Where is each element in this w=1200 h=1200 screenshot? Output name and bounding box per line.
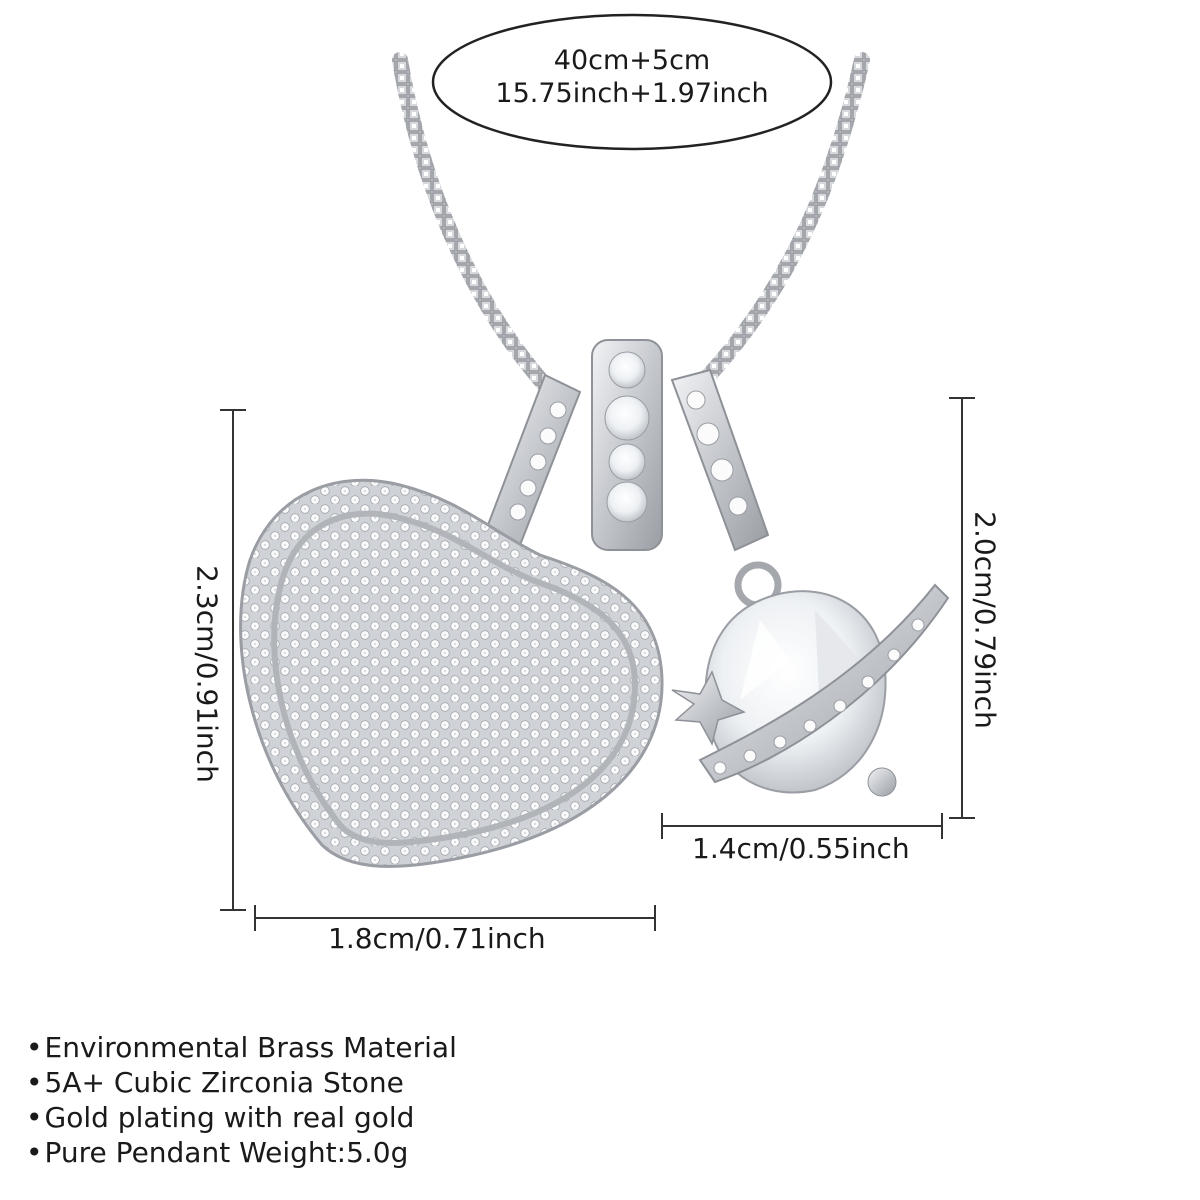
- planet-bail: [670, 368, 782, 609]
- planet-pendant: [671, 583, 950, 797]
- feature-list: •Environmental Brass Material •5A+ Cubic…: [26, 1030, 457, 1170]
- bullet-icon: •: [26, 1101, 43, 1134]
- heart-pendant: [239, 478, 664, 868]
- bullet-icon: •: [26, 1031, 43, 1064]
- chain: [392, 52, 870, 393]
- feature-item: •Pure Pendant Weight:5.0g: [26, 1135, 457, 1170]
- feature-text: Pure Pendant Weight:5.0g: [44, 1136, 409, 1169]
- feature-text: Gold plating with real gold: [44, 1101, 415, 1134]
- feature-text: 5A+ Cubic Zirconia Stone: [44, 1066, 404, 1099]
- bullet-icon: •: [26, 1136, 43, 1169]
- chain-length-oval: [431, 13, 833, 151]
- feature-item: •Gold plating with real gold: [26, 1100, 457, 1135]
- chain-length-inch: 15.75inch+1.97inch: [495, 78, 769, 109]
- heart-height-label: 2.3cm/0.91inch: [190, 565, 224, 783]
- dimension-lines: [220, 397, 975, 931]
- chain-length-cm: 40cm+5cm: [553, 45, 711, 76]
- heart-bail: [486, 373, 582, 547]
- planet-height-label: 2.0cm/0.79inch: [968, 511, 1002, 729]
- feature-item: •5A+ Cubic Zirconia Stone: [26, 1065, 457, 1100]
- bullet-icon: •: [26, 1066, 43, 1099]
- center-bail: [591, 339, 663, 551]
- planet-width-label: 1.4cm/0.55inch: [692, 832, 910, 865]
- feature-text: Environmental Brass Material: [44, 1031, 457, 1064]
- feature-item: •Environmental Brass Material: [26, 1030, 457, 1065]
- chain-length-label: 40cm+5cm 15.75inch+1.97inch: [432, 44, 832, 110]
- heart-width-label: 1.8cm/0.71inch: [328, 922, 546, 955]
